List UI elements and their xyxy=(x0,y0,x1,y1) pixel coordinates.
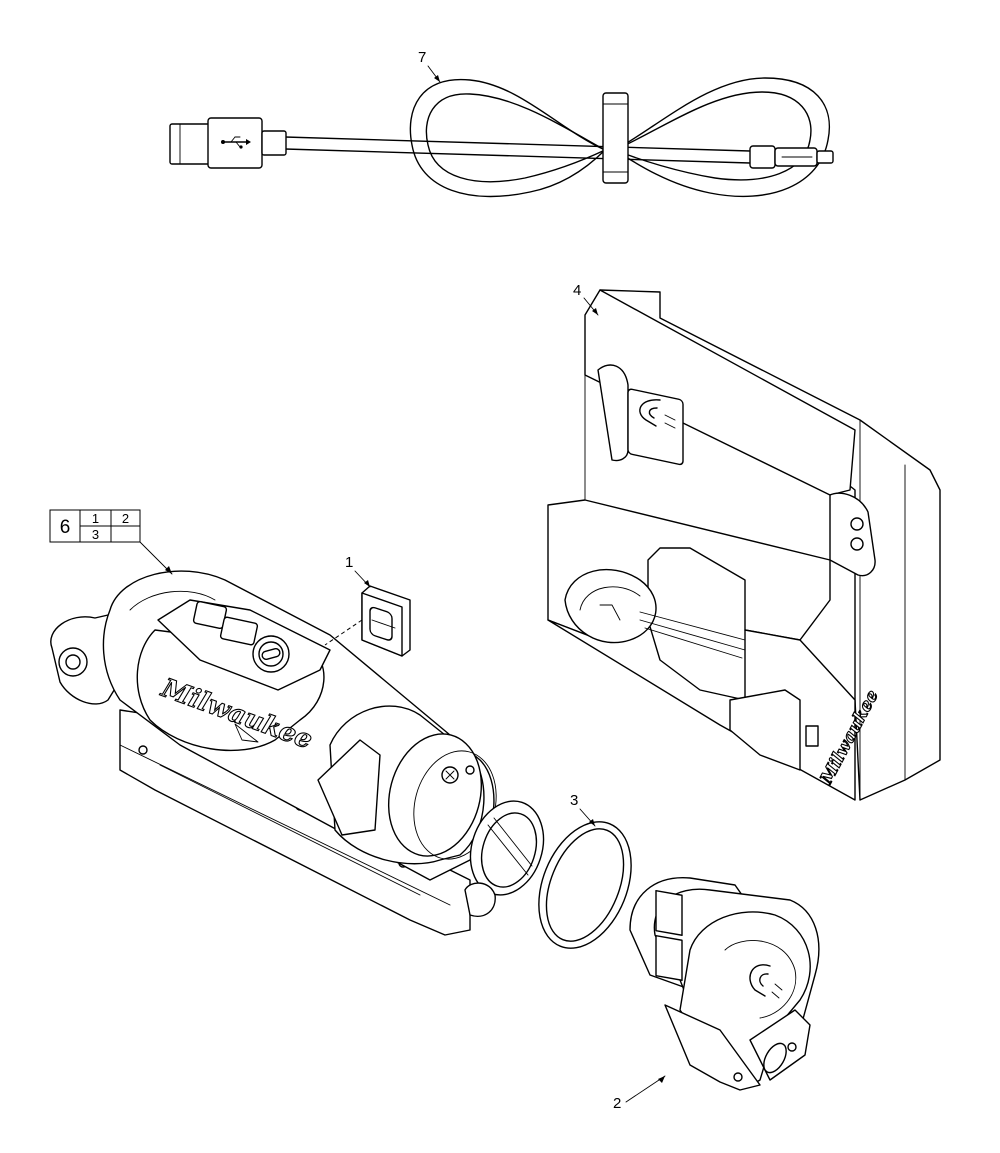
svg-text:4: 4 xyxy=(573,282,581,299)
kit-cell-1: 1 xyxy=(92,511,99,526)
kit-cell-3: 3 xyxy=(92,527,99,542)
svg-text:2: 2 xyxy=(613,1095,621,1112)
svg-text:1: 1 xyxy=(345,554,353,571)
magnetic-charger-part: Milwaukee xyxy=(547,289,941,801)
magnet-icon xyxy=(749,964,783,999)
usb-icon xyxy=(221,136,251,149)
svg-text:7: 7 xyxy=(418,49,426,66)
svg-text:3: 3 xyxy=(570,792,578,809)
kit-callout-box: 6 1 2 3 xyxy=(49,509,173,575)
o-ring-part xyxy=(538,821,632,949)
callout-4: 4 xyxy=(573,282,599,316)
kit-main-number: 6 xyxy=(60,517,71,538)
usb-cable-part xyxy=(169,77,834,198)
callout-3: 3 xyxy=(570,792,596,827)
callout-2: 2 xyxy=(613,1075,666,1112)
magnet-icon xyxy=(627,388,684,466)
callout-7: 7 xyxy=(418,49,441,83)
power-button-icon xyxy=(252,635,290,673)
callout-1: 1 xyxy=(345,554,371,588)
kit-cell-2: 2 xyxy=(122,511,129,526)
magnetic-endcap-part xyxy=(629,877,820,1091)
flashlight-body-part: Milwaukee xyxy=(50,570,545,936)
port-cover-part xyxy=(324,585,411,657)
